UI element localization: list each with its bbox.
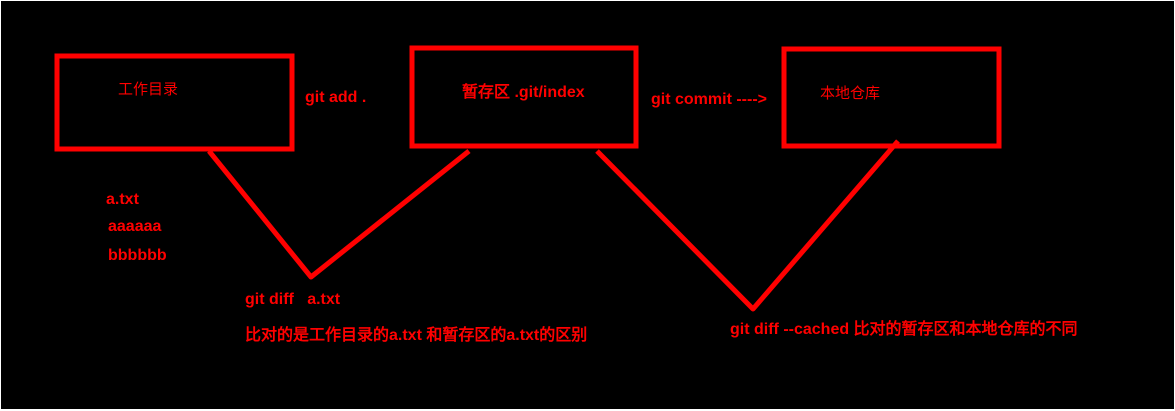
file-name-label: a.txt bbox=[106, 191, 139, 208]
working-dir-box bbox=[54, 53, 295, 152]
file-line-1: aaaaaa bbox=[108, 218, 162, 235]
diff-left-v-line bbox=[207, 149, 471, 280]
git-add-label: git add . bbox=[305, 89, 367, 106]
diff-right-v-line bbox=[595, 139, 900, 312]
git-commit-label: git commit ----> bbox=[651, 91, 767, 108]
local-repo-box bbox=[781, 46, 1002, 149]
local-repo-label: 本地仓库 bbox=[820, 84, 881, 102]
git-diff-description: 比对的是工作目录的a.txt 和暂存区的a.txt的区别 bbox=[245, 327, 588, 344]
working-dir-label: 工作目录 bbox=[118, 80, 179, 98]
staging-box bbox=[409, 45, 639, 149]
git-diff-cached-description: git diff --cached 比对的暂存区和本地仓库的不同 bbox=[730, 321, 1078, 338]
git-diff-command: git diff a.txt bbox=[245, 291, 341, 308]
file-line-2: bbbbbb bbox=[108, 247, 167, 264]
staging-label: 暂存区 .git/index bbox=[462, 84, 585, 101]
